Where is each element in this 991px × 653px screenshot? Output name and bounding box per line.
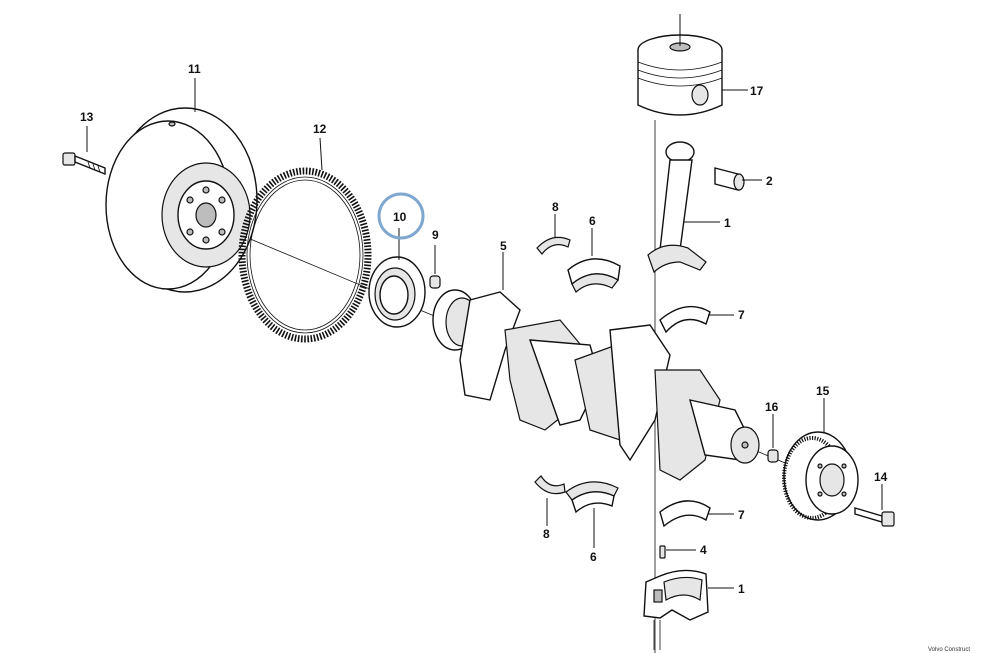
callout-7-upper: 7 xyxy=(738,308,745,322)
callout-8-lower: 8 xyxy=(543,527,550,541)
thrust-washer-upper[interactable] xyxy=(536,236,571,255)
callout-17: 17 xyxy=(750,84,764,98)
callout-1-upper: 1 xyxy=(724,216,731,230)
flywheel-bolt[interactable] xyxy=(62,152,106,176)
callout-8-upper: 8 xyxy=(552,200,559,214)
piston[interactable] xyxy=(637,34,723,116)
callout-6-upper: 6 xyxy=(589,214,596,228)
dowel-pin-9[interactable] xyxy=(429,275,441,289)
callout-15: 15 xyxy=(816,384,830,398)
callout-11: 11 xyxy=(188,62,201,76)
crankshaft[interactable] xyxy=(432,289,760,481)
pulley-bolt[interactable] xyxy=(854,507,895,527)
main-bearing-upper[interactable] xyxy=(567,258,621,293)
callout-5: 5 xyxy=(500,239,507,253)
crank-pulley[interactable] xyxy=(782,431,859,521)
callout-4: 4 xyxy=(700,543,707,557)
callout-6-lower: 6 xyxy=(590,550,597,564)
piston-pin[interactable] xyxy=(714,167,745,191)
thrust-washer-lower[interactable] xyxy=(534,475,566,495)
conrod-bearing-lower[interactable] xyxy=(659,500,711,528)
conrod-bearing-upper[interactable] xyxy=(659,305,711,334)
main-bearing-lower[interactable] xyxy=(565,481,619,514)
callout-1-lower: 1 xyxy=(738,582,745,596)
callout-14: 14 xyxy=(874,470,888,484)
conrod-cap[interactable] xyxy=(643,569,709,650)
callout-7-lower: 7 xyxy=(738,508,745,522)
credit-text: Volvo Construct xyxy=(928,647,970,653)
flywheel[interactable] xyxy=(105,107,258,293)
connecting-rod[interactable] xyxy=(647,141,707,274)
callout-2: 2 xyxy=(766,174,773,188)
callout-13: 13 xyxy=(80,110,94,124)
callout-9: 9 xyxy=(432,228,439,242)
rod-bolt[interactable] xyxy=(659,545,666,559)
dowel-pin-16[interactable] xyxy=(767,449,779,463)
callout-10: 10 xyxy=(393,210,407,224)
callout-16: 16 xyxy=(765,400,779,414)
callout-12: 12 xyxy=(313,122,327,136)
highlight-ring xyxy=(377,192,425,240)
ring-gear[interactable] xyxy=(238,167,372,343)
rear-crank-seal[interactable] xyxy=(368,256,426,328)
